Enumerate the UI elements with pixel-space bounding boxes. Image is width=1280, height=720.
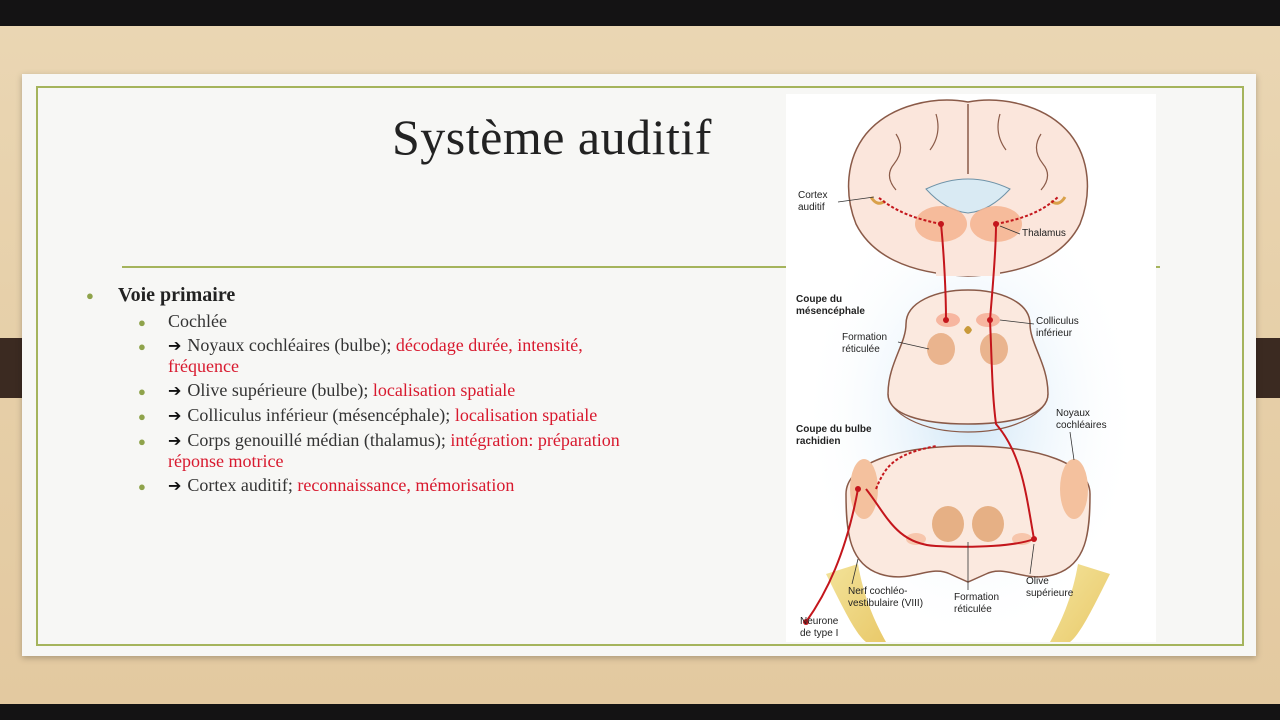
item-highlight: reconnaissance, mémorisation — [297, 475, 515, 495]
label-formation-reticulee-bottom-2: réticulée — [954, 604, 992, 615]
slide: Système auditif ● Voie primaire ● Cochlé… — [22, 74, 1256, 656]
label-cortex-auditif-2: auditif — [798, 202, 825, 213]
label-coupe-bulbe: Coupe du bulbe — [796, 424, 872, 435]
midbrain-section — [887, 289, 1049, 433]
label-cortex-auditif: Cortex — [798, 190, 827, 201]
label-nerf-cochleo-2: vestibulaire (VIII) — [848, 598, 923, 609]
list-item: ● Cochlée — [138, 311, 646, 331]
sub-bullet-list: ● Cochlée ● ➔ Noyaux cochléaires (bulbe);… — [86, 311, 646, 496]
bullet-dot-icon: ● — [138, 315, 146, 330]
label-olive-superieure-2: supérieure — [1026, 588, 1074, 599]
bottom-letterbox-bar — [0, 704, 1280, 720]
slide-title: Système auditif — [392, 109, 712, 165]
item-highlight: décodage durée, intensité, fréquence — [168, 335, 583, 376]
list-item: ● ➔ Noyaux cochléaires (bulbe); décodage … — [138, 335, 646, 376]
item-highlight: localisation spatiale — [372, 380, 516, 400]
item-text: Corps genouillé médian (thalamus); — [187, 430, 451, 450]
label-coupe-mesencephale: Coupe du — [796, 294, 842, 305]
neuron-markers — [803, 221, 1037, 625]
label-colliculus: Colliculus — [1036, 316, 1079, 327]
label-formation-reticulee-top: Formation — [842, 332, 887, 343]
bullet-dot-icon: ● — [138, 339, 146, 354]
label-noyaux-cochleaires: Noyaux — [1056, 408, 1090, 419]
arrow-right-icon: ➔ — [168, 431, 182, 450]
main-bullet: ● Voie primaire — [86, 284, 646, 307]
bullet-dot-icon: ● — [138, 434, 146, 449]
item-text: Noyaux cochléaires (bulbe); — [187, 335, 396, 355]
label-neurone-type-i: Neurone — [800, 616, 839, 627]
item-text: Cochlée — [168, 311, 227, 331]
list-item: ● ➔ Cortex auditif; reconnaissance, mémor… — [138, 475, 646, 496]
label-neurone-type-i-2: de type I — [800, 628, 838, 639]
main-bullet-text: Voie primaire — [118, 284, 236, 306]
bullet-content: ● Voie primaire ● Cochlée ● ➔ Noyaux coch… — [86, 284, 646, 500]
slide-frame — [36, 86, 1244, 646]
bullet-dot-icon: ● — [138, 409, 146, 424]
top-letterbox-bar — [0, 0, 1280, 26]
arrow-right-icon: ➔ — [168, 406, 182, 425]
label-noyaux-cochleaires-2: cochléaires — [1056, 420, 1107, 431]
label-coupe-bulbe-2: rachidien — [796, 436, 840, 447]
brain-section — [847, 99, 1089, 277]
bullet-dot-icon: ● — [138, 384, 146, 399]
label-thalamus: Thalamus — [1022, 228, 1066, 239]
arrow-right-icon: ➔ — [168, 336, 182, 355]
item-highlight: intégration: préparation réponse motrice — [168, 430, 620, 471]
list-item: ● ➔Colliculus inférieur (mésencéphale); … — [138, 405, 646, 426]
label-colliculus-2: inférieur — [1036, 328, 1073, 339]
label-formation-reticulee-top-2: réticulée — [842, 344, 880, 355]
bullet-dot-icon: ● — [138, 479, 146, 494]
label-formation-reticulee-bottom: Formation — [954, 592, 999, 603]
item-highlight: localisation spatiale — [454, 405, 598, 425]
item-text: Colliculus inférieur (mésencéphale); — [187, 405, 455, 425]
anatomy-diagram: Cortex auditif Thalamus Coupe du mésencé… — [786, 94, 1156, 642]
arrow-right-icon: ➔ — [168, 476, 182, 495]
list-item: ● ➔ Corps genouillé médian (thalamus); in… — [138, 430, 646, 471]
auditory-pathway-lines — [805, 196, 1059, 623]
item-text: Olive supérieure (bulbe); — [187, 380, 373, 400]
medulla-section — [826, 445, 1110, 642]
label-nerf-cochleo: Nerf cochléo- — [848, 586, 907, 597]
auditory-pathway-figure: Cortex auditif Thalamus Coupe du mésencé… — [786, 94, 1156, 642]
label-olive-superieure: Olive — [1026, 576, 1049, 587]
bullet-dot-icon: ● — [86, 288, 94, 303]
list-item: ● ➔ Olive supérieure (bulbe); localisatio… — [138, 380, 646, 401]
label-coupe-mesencephale-2: mésencéphale — [796, 306, 865, 317]
title-rule — [122, 266, 790, 268]
diagram-labels: Cortex auditif Thalamus Coupe du mésencé… — [796, 190, 1107, 639]
item-text: Cortex auditif; — [187, 475, 298, 495]
arrow-right-icon: ➔ — [168, 381, 182, 400]
